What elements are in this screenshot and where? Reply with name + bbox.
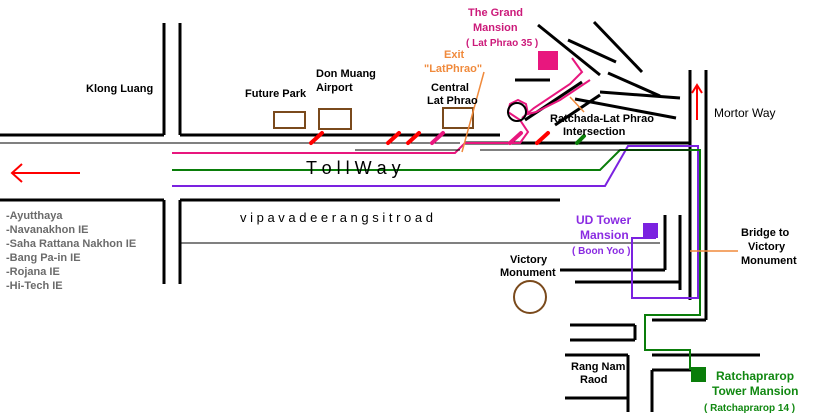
grand-mansion-marker [538,51,558,70]
ud-label-2: Mansion [580,228,629,242]
central-latphrao-marker [442,107,474,129]
ud-tower-marker [643,223,658,238]
rang-label-1: Rang Nam [571,361,626,373]
don-muang-label-2: Airport [316,82,353,94]
exit-pointer [461,71,485,153]
toll-way-label: T o l l W a y [306,158,401,178]
exit-label-2: "LatPhrao" [424,63,482,75]
victory-label-2: Monument [500,267,556,279]
destination-item: -Hi-Tech IE [6,280,63,292]
destination-list: -Ayutthaya -Navanakhon IE -Saha Rattana … [6,210,136,292]
ud-label-3: ( Boon Yoo ) [572,246,631,257]
future-park-marker [273,111,306,129]
route-grand-mansion-loop [521,57,584,119]
ratchaprarop-marker [691,367,706,382]
mortor-way-label: Mortor Way [714,106,776,120]
interchange-loop [507,102,527,122]
don-muang-marker [318,108,352,130]
exit-label-1: Exit [444,49,465,61]
don-muang-label-1: Don Muang [316,68,376,80]
destination-item: -Ayutthaya [6,210,63,222]
ratchada-label-2: Intersection [563,126,626,138]
bridge-label-1: Bridge to [741,227,790,239]
ud-label-1: UD Tower [576,213,631,227]
destination-item: -Bang Pa-in IE [6,252,81,264]
victory-monument-marker [513,280,547,314]
destination-item: -Rojana IE [6,266,60,278]
grand-label-2: Mansion [473,22,518,34]
victory-label-1: Victory [510,254,548,266]
bridge-label-3: Monument [741,255,797,267]
ratchada-pointer [569,96,585,113]
destination-item: -Saha Rattana Nakhon IE [6,238,136,250]
klong-luang-label: Klong Luang [86,83,153,95]
ratch-label-2: Tower Mansion [712,384,798,398]
grand-label-1: The Grand [468,7,523,19]
route-ratchaprarop [172,149,701,370]
ratchada-label-1: Ratchada-Lat Phrao [550,113,654,125]
rang-label-2: Raod [580,374,608,386]
ratch-label-3: ( Ratchaprarop 14 ) [704,403,795,414]
ratch-label-1: Ratchaprarop [716,369,794,383]
bridge-label-2: Victory [748,241,786,253]
grand-label-3: ( Lat Phrao 35 ) [466,38,538,49]
central-label-1: Central [431,82,469,94]
toll-gates [309,131,586,145]
vipavadee-label: v i p a v a d e e r a n g s i t r o a d [240,210,433,225]
central-label-2: Lat Phrao [427,95,478,107]
up-arrow-icon [691,83,703,120]
future-park-label: Future Park [245,88,307,100]
destination-item: -Navanakhon IE [6,224,89,236]
left-arrow-icon [10,163,80,183]
